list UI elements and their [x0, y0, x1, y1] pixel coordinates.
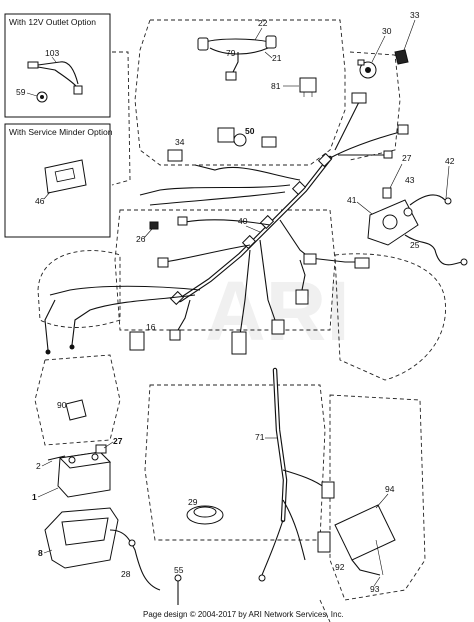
part-label-21: 21	[272, 53, 282, 63]
part-label-2: 2	[36, 461, 41, 471]
part-label-29: 29	[188, 497, 198, 507]
copyright-footer: Page design © 2004-2017 by ARI Network S…	[143, 610, 344, 619]
part-label-16: 16	[146, 322, 156, 332]
inset-service-minder: With Service Minder Option 46	[4, 123, 113, 238]
part-label-30: 30	[382, 26, 392, 36]
part-label-92: 92	[335, 562, 345, 572]
relay	[299, 77, 317, 97]
ignition-switch	[357, 49, 409, 79]
outlet-connector-icon	[27, 61, 39, 69]
ignition-key-icon	[394, 49, 409, 65]
part-label-94: 94	[385, 484, 395, 494]
pto-switch-50	[217, 127, 277, 148]
part-label-22: 22	[258, 18, 268, 28]
part-label-103: 103	[45, 48, 59, 58]
connector-26-icon	[149, 221, 159, 230]
part-label-59: 59	[16, 87, 26, 97]
inset-service-minder-title: With Service Minder Option	[9, 127, 113, 137]
part-label-50: 50	[245, 126, 255, 136]
ari-watermark: ARI	[205, 264, 350, 358]
part-label-43: 43	[405, 175, 415, 185]
part-label-71: 71	[255, 432, 265, 442]
part-label-28: 28	[121, 569, 131, 579]
part-label-33: 33	[410, 10, 420, 20]
main-harness	[44, 92, 409, 355]
part-label-90: 90	[57, 400, 67, 410]
headlight-harness	[197, 35, 277, 81]
part-label-55: 55	[174, 565, 184, 575]
part-label-81: 81	[271, 81, 281, 91]
part-label-1: 1	[32, 492, 37, 502]
seat-switch-assembly	[317, 504, 396, 576]
switch-16-icon	[129, 331, 145, 351]
part-label-40: 40	[238, 216, 248, 226]
part-label-8: 8	[38, 548, 43, 558]
part-label-27-upper: 27	[402, 153, 412, 163]
part-label-27-lower: 27	[113, 436, 123, 446]
outlet-plug-icon	[73, 85, 83, 95]
inset-12v-outlet: With 12V Outlet Option 103 59	[4, 13, 111, 118]
part-label-46: 46	[35, 196, 45, 206]
switch-34-icon	[167, 149, 183, 162]
rear-harness	[258, 367, 335, 582]
part-label-25: 25	[410, 240, 420, 250]
part-label-79: 79	[226, 48, 236, 58]
part-label-93: 93	[370, 584, 380, 594]
grommet-29	[186, 505, 224, 525]
part-label-42: 42	[445, 156, 455, 166]
battery-assembly	[44, 399, 182, 605]
inset-12v-title: With 12V Outlet Option	[9, 17, 96, 27]
part-label-34: 34	[175, 137, 185, 147]
part-label-41: 41	[347, 195, 357, 205]
starter-solenoid	[367, 187, 468, 266]
part-label-26: 26	[136, 234, 146, 244]
